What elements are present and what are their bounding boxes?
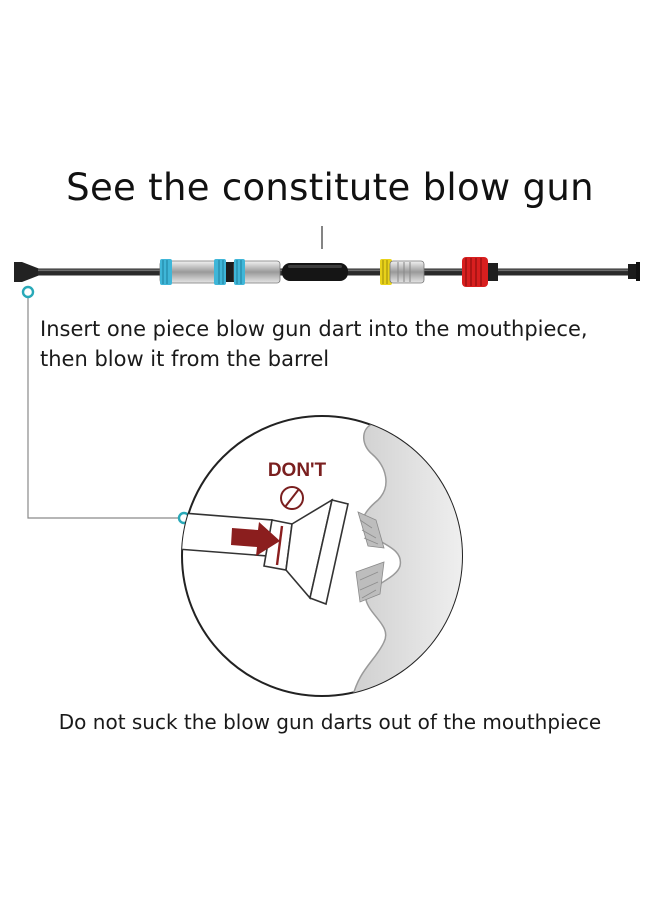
arrow-right-icon	[231, 522, 280, 556]
callout-dot-icon	[21, 285, 35, 299]
warning-label: DON'T	[268, 460, 327, 481]
sleeve-yellow	[380, 259, 425, 285]
mouthpiece	[14, 262, 40, 282]
instruction-line-1: Insert one piece blow gun dart into the …	[40, 317, 588, 341]
sleeve-red	[462, 257, 498, 287]
warning-caption: Do not suck the blow gun darts out of th…	[58, 710, 602, 734]
instruction-text: Insert one piece blow gun dart into the …	[40, 314, 650, 374]
sleeve-blue-2	[233, 259, 281, 285]
page-title: See the constitute blow gun	[66, 166, 594, 209]
no-entry-icon	[280, 486, 304, 510]
sleeve-blue-1	[159, 259, 227, 285]
instruction-line-2: then blow it from the barrel	[40, 347, 330, 371]
dart-shaft	[275, 525, 284, 566]
blow-gun	[14, 257, 640, 287]
callout-connector	[27, 296, 184, 519]
